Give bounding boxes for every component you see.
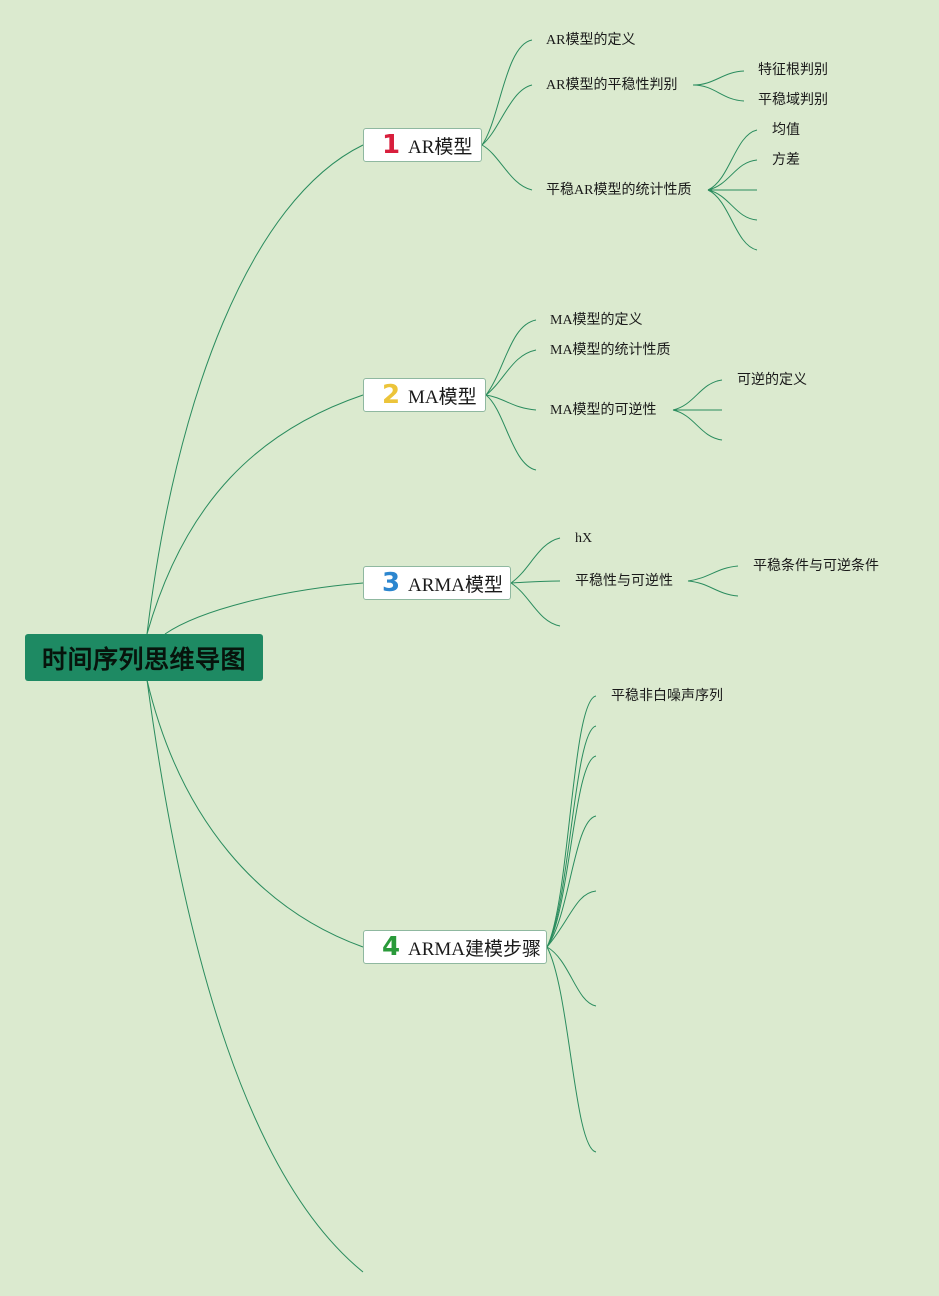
leaf-variance[interactable]: 方差 <box>772 153 800 168</box>
leaf-ma-definition[interactable]: MA模型的定义 <box>550 313 643 328</box>
number-3-icon: 3 <box>382 568 401 598</box>
branch-arma-modeling-steps[interactable]: 4 ARMA建模步骤 <box>363 930 547 964</box>
root-node[interactable]: 时间序列思维导图 <box>25 634 263 681</box>
branch-label: AR模型 <box>408 136 473 158</box>
link-root-b4 <box>146 679 364 948</box>
leaf-ar-definition[interactable]: AR模型的定义 <box>546 33 636 48</box>
branch-label: ARMA模型 <box>408 574 504 596</box>
branch-ar-model[interactable]: 1 AR模型 <box>363 128 482 162</box>
link-root-b3 <box>164 582 364 635</box>
branch-label: MA模型 <box>408 386 477 408</box>
number-4-icon: 4 <box>382 932 401 962</box>
leaf-stationary-invertible-conditions[interactable]: 平稳条件与可逆条件 <box>753 559 879 574</box>
leaf-stationarity-invertibility[interactable]: 平稳性与可逆性 <box>575 574 673 589</box>
leaf-stationary-nonwhite-noise[interactable]: 平稳非白噪声序列 <box>611 689 723 704</box>
leaf-ar-stationarity[interactable]: AR模型的平稳性判别 <box>546 78 678 93</box>
number-1-icon: 1 <box>382 130 401 160</box>
root-title: 时间序列思维导图 <box>41 644 246 674</box>
leaf-mean[interactable]: 均值 <box>772 123 800 138</box>
link-root-b1 <box>146 144 364 635</box>
leaf-hx[interactable]: hX <box>575 531 593 546</box>
number-2-icon: 2 <box>382 380 401 410</box>
leaf-ma-statistics[interactable]: MA模型的统计性质 <box>550 343 671 358</box>
branch-ma-model[interactable]: 2 MA模型 <box>363 378 486 412</box>
leaf-stationary-region[interactable]: 平稳域判别 <box>758 93 828 108</box>
leaf-characteristic-root[interactable]: 特征根判别 <box>758 63 828 78</box>
leaf-ma-invertibility[interactable]: MA模型的可逆性 <box>550 403 657 418</box>
branch-arma-model[interactable]: 3 ARMA模型 <box>363 566 511 600</box>
link-root-b2 <box>146 394 364 635</box>
branch-label: ARMA建模步骤 <box>408 938 542 960</box>
leaf-ar-statistics[interactable]: 平稳AR模型的统计性质 <box>546 183 692 198</box>
link-root-b5 <box>146 679 364 1273</box>
leaf-invertible-definition[interactable]: 可逆的定义 <box>737 373 807 388</box>
